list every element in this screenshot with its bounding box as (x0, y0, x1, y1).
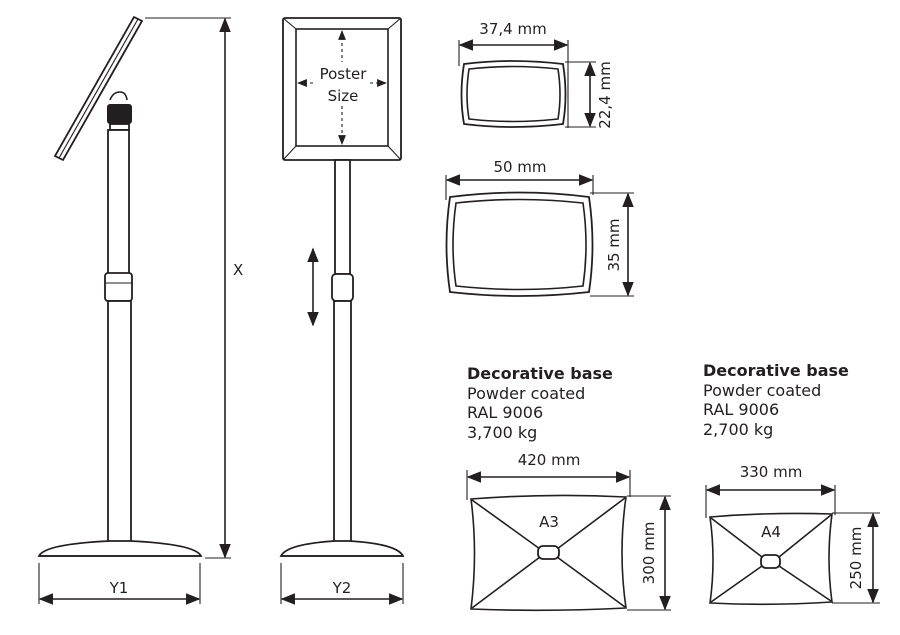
base-a3 (466, 470, 671, 612)
base-a4-format: A4 (761, 523, 781, 541)
base-a4 (705, 484, 880, 606)
base-center-mount (537, 545, 560, 560)
base-a4-width: 330 mm (740, 463, 803, 481)
poster-size-label-1: Poster (320, 65, 368, 83)
tilt-knob (107, 104, 132, 124)
lower-pole (107, 300, 132, 544)
base-a4-finish: Powder coated (703, 380, 822, 400)
height-label: X (233, 261, 243, 279)
upper-pole (107, 129, 130, 275)
profile-large-width: 50 mm (493, 158, 546, 176)
frame-profile-small (458, 39, 596, 128)
base-a3-format: A3 (539, 513, 559, 531)
base-a4-color: RAL 9006 (703, 400, 780, 419)
tilted-stand (37, 15, 231, 605)
pole-collar (104, 272, 133, 302)
frame-profile-large (445, 174, 634, 297)
width-label-y1: Y1 (109, 579, 129, 597)
profile-small-width: 37,4 mm (479, 20, 546, 38)
width-label-y2: Y2 (332, 579, 352, 597)
poster-size-label-2: Size (328, 87, 359, 105)
base-a3-height: 300 mm (640, 522, 658, 585)
tilt-hinge (109, 91, 128, 101)
base-a4-title: Decorative base (703, 361, 849, 380)
profile-small-height: 22,4 mm (596, 61, 614, 128)
base-a4-spec: Decorative base Powder coated RAL 9006 2… (703, 361, 849, 439)
base-a3-spec: Decorative base Powder coated RAL 9006 3… (467, 364, 613, 442)
base-a3-finish: Powder coated (467, 383, 586, 403)
pole-collar (331, 273, 354, 302)
stand-base (37, 540, 203, 557)
base-a4-weight: 2,700 kg (703, 419, 774, 439)
front-stand (279, 17, 405, 605)
stand-base (279, 540, 405, 557)
base-a3-color: RAL 9006 (467, 403, 544, 422)
lower-pole (333, 300, 352, 544)
base-a3-title: Decorative base (467, 364, 613, 383)
upper-pole (334, 159, 351, 275)
profile-large-height: 35 mm (605, 218, 623, 271)
base-center-mount (760, 554, 781, 569)
base-a4-height: 250 mm (847, 527, 865, 590)
base-a3-width: 420 mm (518, 451, 581, 469)
base-a3-weight: 3,700 kg (467, 422, 538, 442)
